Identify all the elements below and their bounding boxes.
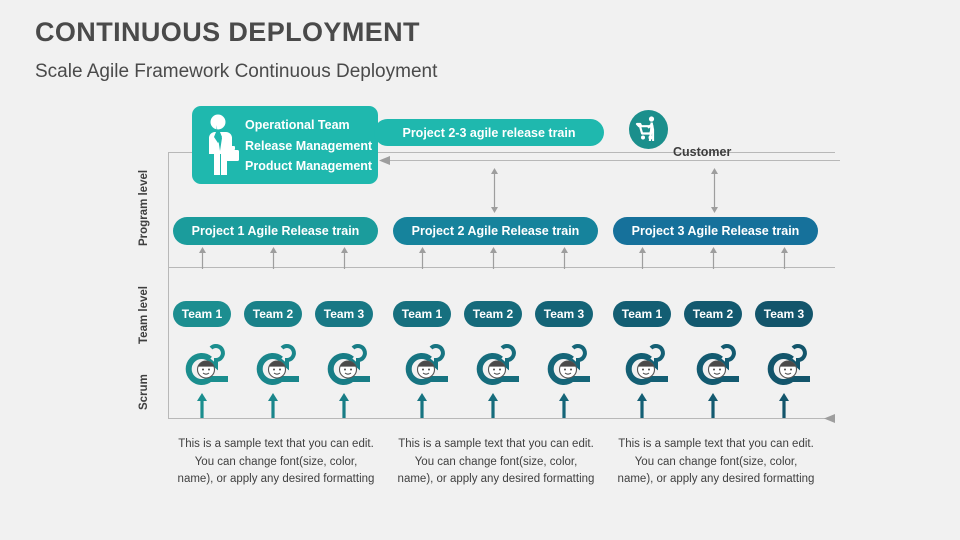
team-to-project-arrow-7 (639, 247, 646, 269)
top-release-train-pill[interactable]: Project 2-3 agile release train (374, 119, 604, 146)
scrum-cycle-icon-8 (696, 344, 739, 385)
baseline-up-arrow-8 (708, 393, 718, 418)
team-to-project-arrow-8 (710, 247, 717, 269)
team-pill-9[interactable]: Team 3 (755, 301, 813, 327)
customer-label: Customer (673, 145, 732, 159)
team-to-project-arrow-6 (561, 247, 568, 269)
team-pill-8[interactable]: Team 2 (684, 301, 742, 327)
team-to-project-arrow-3 (341, 247, 348, 269)
customer-to-operational-arrowhead (379, 156, 390, 165)
baseline-up-arrow-5 (488, 393, 498, 418)
team-pill-5[interactable]: Team 2 (464, 301, 522, 327)
scrum-cycle-icon-2 (256, 344, 299, 385)
operational-line-1: Operational Team (245, 118, 350, 132)
baseline-up-arrow-9 (779, 393, 789, 418)
footer-text-3: This is a sample text that you can edit.… (617, 438, 815, 485)
program-connector-arrow-2 (711, 168, 718, 213)
scrum-cycle-icon-6 (547, 344, 590, 385)
team-pill-4[interactable]: Team 1 (393, 301, 451, 327)
team-to-project-arrow-9 (781, 247, 788, 269)
team-pill-3[interactable]: Team 3 (315, 301, 373, 327)
baseline-up-arrow-7 (637, 393, 647, 418)
team-to-project-arrow-1 (199, 247, 206, 269)
baseline-up-arrow-3 (339, 393, 349, 418)
team-to-project-arrow-5 (490, 247, 497, 269)
baseline-up-arrow-1 (197, 393, 207, 418)
team-to-project-arrow-2 (270, 247, 277, 269)
team-pill-2[interactable]: Team 2 (244, 301, 302, 327)
operational-line-3: Product Management (245, 159, 373, 173)
baseline-up-arrow-2 (268, 393, 278, 418)
program-connector-arrow-1 (491, 168, 498, 213)
team-pill-6[interactable]: Team 3 (535, 301, 593, 327)
level-label-team: Team level (138, 286, 150, 344)
footer-text-1: This is a sample text that you can edit.… (177, 438, 375, 485)
frame-top-line (168, 152, 835, 153)
baseline-up-arrow-6 (559, 393, 569, 418)
customer-to-operational-line (390, 160, 840, 161)
team-to-project-arrow-4 (419, 247, 426, 269)
baseline-up-arrow-4 (417, 393, 427, 418)
scrum-cycle-icon-7 (625, 344, 668, 385)
page-subtitle: Scale Agile Framework Continuous Deploym… (35, 61, 438, 82)
axis-vertical-line (168, 152, 169, 418)
footer-text-2: This is a sample text that you can edit.… (397, 438, 595, 485)
scrum-cycle-icon-5 (476, 344, 519, 385)
operational-team-box[interactable]: Operational Team Release Management Prod… (192, 106, 378, 184)
project-pill-1[interactable]: Project 1 Agile Release train (173, 217, 378, 245)
customer-avatar[interactable] (629, 110, 668, 149)
page-title: CONTINUOUS DEPLOYMENT (35, 17, 420, 47)
level-label-scrum: Scrum (138, 374, 150, 410)
team-pill-7[interactable]: Team 1 (613, 301, 671, 327)
shopping-cart-person-icon (635, 116, 655, 141)
level-label-program: Program level (138, 169, 150, 246)
operational-team-lines: Operational Team Release Management Prod… (245, 115, 373, 177)
program-team-divider (168, 267, 835, 268)
scrum-cycle-icon-4 (405, 344, 448, 385)
operational-line-2: Release Management (245, 138, 373, 153)
project-pill-3[interactable]: Project 3 Agile Release train (613, 217, 818, 245)
scrum-cycle-icon-9 (767, 344, 810, 385)
baseline-axis (168, 418, 828, 419)
project-pill-2[interactable]: Project 2 Agile Release train (393, 217, 598, 245)
scrum-cycle-icon-3 (327, 344, 370, 385)
baseline-arrowhead (824, 414, 835, 423)
businessman-icon (209, 114, 239, 175)
scrum-cycle-icon-1 (185, 344, 228, 385)
team-pill-1[interactable]: Team 1 (173, 301, 231, 327)
